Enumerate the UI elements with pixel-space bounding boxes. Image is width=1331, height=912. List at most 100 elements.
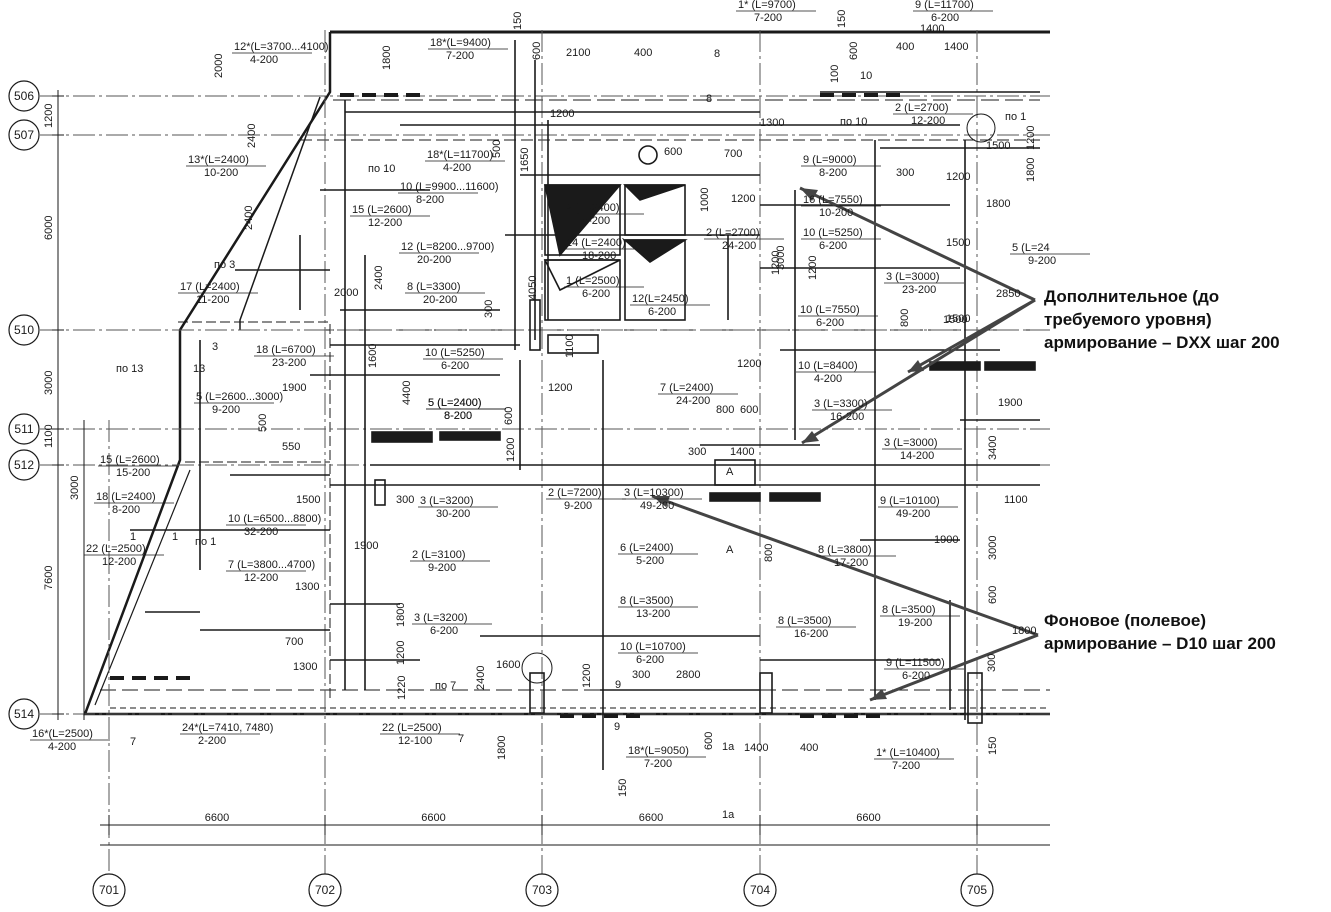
dimension-value: 1200: [1025, 126, 1037, 150]
dimension-value: 1100: [1004, 494, 1028, 506]
section-mark-label: 1а: [722, 809, 735, 821]
dimension-value: 1200: [737, 358, 761, 370]
rebar-step-label: 18-200: [582, 250, 616, 262]
callout-additional-reinforcement: Дополнительное (до требуемого уровня) ар…: [1044, 285, 1280, 354]
dimension-value: 1220: [396, 676, 408, 700]
rebar-step-label: 8-200: [444, 410, 472, 422]
dimension-value: 700: [724, 148, 742, 160]
section-mark-label: 1а: [722, 741, 735, 753]
rebar-mark-label: 18*(L=9400): [430, 37, 491, 49]
openings: [371, 113, 1036, 724]
row-axis-circle: [8, 449, 40, 481]
rebar-step-label: 12-100: [398, 735, 432, 747]
dimension-value: 1300: [295, 581, 319, 593]
section-mark-label: по 10: [368, 163, 395, 175]
dimension-value: 1800: [496, 736, 508, 760]
dimension-value: 150: [512, 12, 524, 30]
dimension-value: 1500: [946, 237, 970, 249]
rebar-step-label: 4-200: [443, 162, 471, 174]
rebar-step-label: 49-200: [896, 508, 930, 520]
rebar-mark-label: 17 (L=2400): [180, 281, 240, 293]
rebar-step-label: 12-200: [911, 115, 945, 127]
rebar-mark-label: 9 (L=10100): [880, 495, 940, 507]
rebar-step-label: 16-200: [794, 628, 828, 640]
section-mark-label: по 10: [840, 116, 867, 128]
rebar-mark-label: 7 (L=2400): [660, 382, 714, 394]
dimension-value: 1200: [550, 108, 574, 120]
row-axis-label: 507: [14, 128, 34, 142]
section-mark-label: по 7: [435, 680, 456, 692]
col-spacing-value: 6600: [421, 812, 445, 824]
section-mark-label: 8: [714, 48, 720, 60]
dimension-value: 800: [763, 544, 775, 562]
dimension-value: 1800: [381, 46, 393, 70]
dimension-value: 1200: [946, 171, 970, 183]
rebar-mark-label: 2 (L=2700): [706, 227, 760, 239]
rebar-mark-label: 1 (L=2500): [566, 275, 620, 287]
dimension-value: 2800: [676, 669, 700, 681]
dimension-value: 1200: [505, 438, 517, 462]
dimension-value: 3400: [987, 436, 999, 460]
rebar-step-label: 30-200: [436, 508, 470, 520]
section-mark-label: по 13: [116, 363, 143, 375]
rebar-mark-label: 5 (L=2400): [428, 397, 482, 409]
rebar-step-label: 9-200: [564, 500, 592, 512]
rebar-mark-label: 3 (L=3200): [420, 495, 474, 507]
rebar-step-label: 15-200: [116, 467, 150, 479]
dimension-value: 1650: [519, 148, 531, 172]
callout-background-line-1: Фоновое (полевое): [1044, 611, 1206, 630]
rebar-mark-label: 2 (L=2700): [895, 102, 949, 114]
rebar-step-label: 19-200: [898, 617, 932, 629]
rebar-step-label: 10-200: [204, 167, 238, 179]
left-dimension-chain: [52, 90, 85, 720]
row-axis-circle: [8, 314, 40, 346]
rebar-step-label: 16-200: [830, 411, 864, 423]
rebar-mark-label: 15 (L=2600): [352, 204, 412, 216]
rebar-step-label: 23-200: [902, 284, 936, 296]
section-mark-label: 1: [130, 531, 136, 543]
rebar-mark-label: 5 (L=2600...3000): [196, 391, 283, 403]
rebar-mark-label: 6 (L=2400): [620, 542, 674, 554]
rebar-mark-label: 24*(L=7410, 7480): [182, 722, 273, 734]
dimension-value: 300: [396, 494, 414, 506]
rebar-mark-label: 1* (L=10400): [876, 747, 940, 759]
rebar-step-label: 8-200: [819, 167, 847, 179]
dimension-value: 4400: [401, 381, 413, 405]
rebar-lines: [130, 40, 1040, 770]
row-axis-label: 506: [14, 89, 34, 103]
dimension-value: 800: [716, 404, 734, 416]
dimension-value: 1900: [934, 534, 958, 546]
rebar-mark-label: 12(L=2450): [632, 293, 689, 305]
rebar-step-label: 7-200: [644, 758, 672, 770]
dimension-value: 600: [740, 404, 758, 416]
dimension-value: 100: [829, 65, 841, 83]
section-mark-label: 9: [614, 721, 620, 733]
section-mark-label: 13: [193, 363, 205, 375]
rebar-mark-label: 3 (L=10300): [624, 487, 684, 499]
dimension-value: 2000: [213, 54, 225, 78]
dimension-value: 2400: [243, 206, 255, 230]
rebar-mark-label: 9 (L=11500): [886, 657, 945, 669]
rebar-mark-label: 9 (L=9000): [803, 154, 857, 166]
dimension-value: 400: [896, 41, 914, 53]
row-spacing-value: 1200: [43, 104, 55, 128]
row-axis-circle: [8, 413, 40, 445]
rebar-mark-label: 2 (L=7200): [548, 487, 602, 499]
callout-additional-line-1: Дополнительное (до: [1044, 287, 1220, 306]
rebar-step-label: 8-200: [582, 215, 610, 227]
rebar-step-label: 7-200: [892, 760, 920, 772]
dimension-value: 1200: [770, 251, 782, 275]
rebar-step-label: 4-200: [250, 54, 278, 66]
rebar-mark-label: 5 (L=24: [1012, 242, 1050, 254]
dimension-value: 600: [703, 732, 715, 750]
col-spacing-value: 6600: [856, 812, 880, 824]
col-axis-label: 702: [315, 883, 335, 897]
dimension-value: 1500: [943, 314, 967, 326]
rebar-step-label: 7-200: [754, 12, 782, 24]
callout-background-reinforcement: Фоновое (полевое) армирование – D10 шаг …: [1044, 609, 1276, 655]
rebar-mark-label: 8 (L=3800): [818, 544, 872, 556]
rebar-step-label: 6-200: [816, 317, 844, 329]
